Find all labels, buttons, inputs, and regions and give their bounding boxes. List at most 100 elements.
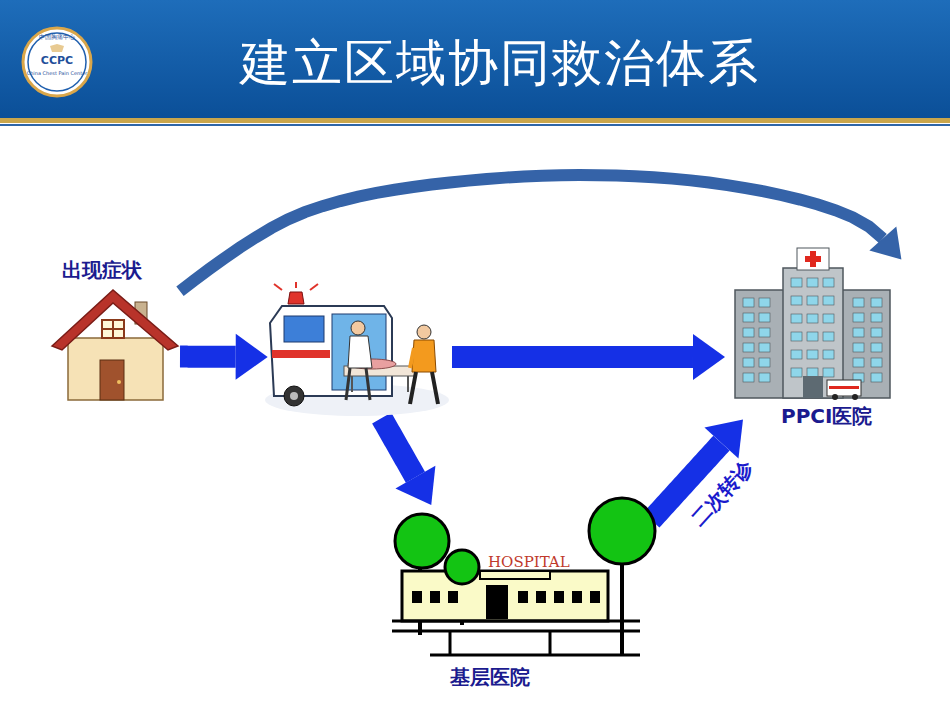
flow-arrow: [382, 418, 436, 505]
drawing-shape: [52, 290, 178, 350]
drawing-shape: [743, 373, 754, 382]
drawing-shape: [791, 278, 802, 287]
drawing-shape: [853, 343, 864, 352]
node-illustration: [262, 288, 452, 418]
logo-emblem: [50, 44, 64, 52]
drawing-shape: [797, 248, 829, 270]
logo-chinese-text: 中国胸痛中心: [27, 34, 87, 41]
logo-english-text: China Chest Pain Center: [22, 71, 92, 77]
community-hospital-node: HOSPITAL 基层医院: [390, 505, 665, 695]
drawing-shape: [290, 392, 298, 400]
drawing-shape: [430, 591, 440, 603]
drawing-shape: [871, 373, 882, 382]
drawing-shape: [274, 282, 318, 290]
house-icon: [52, 290, 178, 400]
drawing-shape: [589, 498, 655, 564]
drawing-shape: [743, 343, 754, 352]
drawing-shape: [448, 591, 458, 603]
drawing-shape: [823, 314, 834, 323]
logo-acronym: CCPC: [27, 55, 87, 67]
drawing-shape: [486, 585, 508, 619]
drawing-shape: [807, 314, 818, 323]
drawing-shape: [823, 368, 834, 377]
drawing-shape: [518, 591, 528, 603]
drawing-shape: [480, 571, 550, 579]
node-label: 基层医院: [450, 665, 530, 689]
drawing-shape: [791, 296, 802, 305]
drawing-shape: [823, 296, 834, 305]
community-hospital-building: [392, 498, 655, 655]
drawing-shape: [871, 343, 882, 352]
drawing-shape: [346, 368, 370, 400]
drawing-shape: [759, 313, 770, 322]
arrow-shaft: [452, 346, 693, 368]
logo-ring: [23, 28, 91, 96]
drawing-shape: [853, 358, 864, 367]
ambulance-scene: [265, 282, 449, 416]
node-label: 出现症状: [62, 258, 142, 282]
arrow-head: [395, 466, 435, 505]
drawing-shape: [351, 321, 365, 335]
drawing-shape: [823, 350, 834, 359]
ppci-hospital-building: [735, 248, 890, 400]
drawing-shape: [102, 328, 124, 330]
drawing-shape: [332, 314, 386, 390]
drawing-shape: [807, 332, 818, 341]
drawing-shape: [410, 348, 414, 368]
ambulance-node: [262, 288, 452, 418]
drawing-shape: [853, 328, 864, 337]
home-node: 出现症状: [50, 258, 180, 403]
drawing-shape: [783, 268, 843, 398]
drawing-shape: [395, 514, 449, 568]
building-sign: HOSPITAL: [488, 553, 570, 571]
gold-rule: [0, 118, 950, 123]
building-windows: [743, 278, 882, 382]
drawing-shape: [791, 314, 802, 323]
flow-arrow: [452, 334, 725, 380]
drawing-shape: [807, 278, 818, 287]
drawing-shape: [410, 372, 438, 404]
ppci-hospital-node: PPCI医院: [725, 240, 905, 435]
drawing-shape: [412, 340, 436, 372]
drawing-shape: [803, 376, 823, 398]
blue-rule: [0, 124, 950, 126]
drawing-shape: [288, 292, 304, 304]
drawing-shape: [743, 328, 754, 337]
drawing-shape: [743, 358, 754, 367]
arrow-shaft: [382, 418, 416, 477]
drawing-shape: [871, 328, 882, 337]
edge-label: 二次转诊: [687, 456, 757, 530]
drawing-shape: [743, 313, 754, 322]
drawing-shape: [407, 376, 409, 392]
drawing-shape: [807, 350, 818, 359]
drawing-shape: [68, 338, 163, 400]
drawing-shape: [829, 386, 859, 389]
drawing-shape: [805, 256, 821, 262]
drawing-shape: [117, 380, 121, 384]
flow-arrow: [180, 334, 268, 380]
arrow-shaft: [180, 175, 883, 291]
drawing-shape: [832, 394, 838, 400]
drawing-shape: [807, 368, 818, 377]
drawing-shape: [853, 298, 864, 307]
drawing-shape: [791, 332, 802, 341]
drawing-shape: [871, 298, 882, 307]
drawing-shape: [791, 368, 802, 377]
logo-inner-ring: [28, 33, 86, 91]
drawing-shape: [270, 306, 392, 396]
drawing-shape: [284, 316, 324, 342]
drawing-shape: [392, 621, 640, 655]
drawing-shape: [759, 343, 770, 352]
drawing-shape: [743, 298, 754, 307]
drawing-shape: [791, 350, 802, 359]
drawing-shape: [445, 550, 479, 584]
drawing-shape: [759, 328, 770, 337]
drawing-shape: [823, 332, 834, 341]
drawing-shape: [100, 360, 124, 400]
arrow-shaft: [651, 443, 721, 520]
arrow-head: [693, 334, 725, 380]
drawing-shape: [348, 336, 372, 368]
flow-arrow: [651, 419, 743, 520]
drawing-shape: [351, 376, 353, 392]
